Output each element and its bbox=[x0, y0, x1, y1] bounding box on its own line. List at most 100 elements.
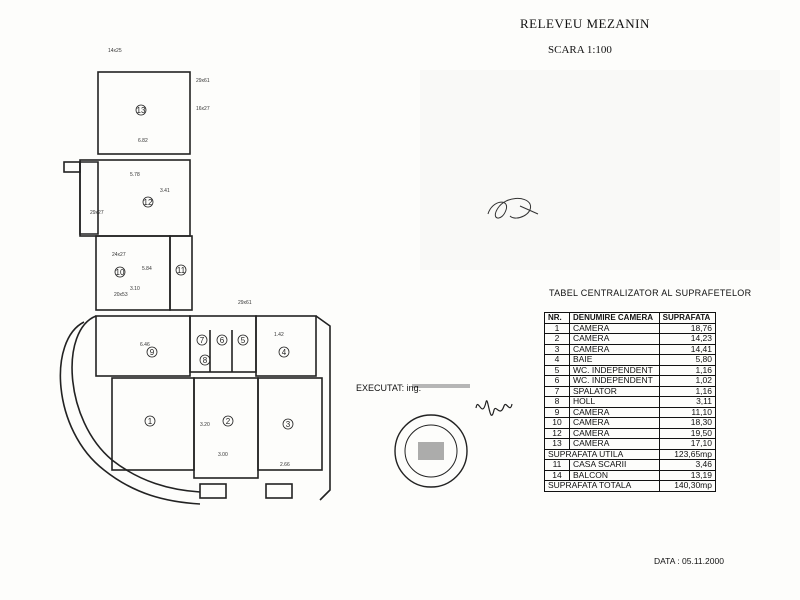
row-area: 18,30 bbox=[658, 417, 717, 429]
balcony-curve bbox=[71, 315, 201, 493]
row-nr: 2 bbox=[544, 333, 570, 345]
room-label-10: 10 bbox=[116, 268, 125, 277]
executed-by-label: EXECUTAT: ing. bbox=[356, 383, 422, 393]
row-name: CAMERA bbox=[569, 333, 660, 345]
row-name: BALCON bbox=[569, 469, 660, 481]
dimension-label: 6.46 bbox=[140, 342, 150, 348]
row-nr: 9 bbox=[544, 406, 570, 418]
column-header-name: DENUMIRE CAMERA bbox=[569, 312, 660, 324]
dimension-label: 29x61 bbox=[238, 300, 252, 306]
room-label-12: 12 bbox=[144, 198, 153, 207]
document-title: RELEVEU MEZANIN bbox=[520, 16, 650, 31]
dimension-label: 24x27 bbox=[112, 252, 126, 258]
row-name: CAMERA bbox=[569, 343, 660, 355]
dimension-label: 6.82 bbox=[138, 138, 148, 144]
table-header-row: NR. DENUMIRE CAMERA SUPRAFATA bbox=[544, 312, 717, 324]
row-name: BAIE bbox=[569, 354, 660, 366]
row-nr: 12 bbox=[544, 427, 570, 439]
row-area: 14,41 bbox=[658, 343, 717, 355]
dimension-label: 3.10 bbox=[130, 286, 140, 292]
dimension-label: 1.42 bbox=[274, 332, 284, 338]
room-label-3: 3 bbox=[286, 420, 291, 429]
dimension-label: 29x61 bbox=[196, 78, 210, 84]
room-13-outline bbox=[97, 71, 191, 155]
dimension-label: 3.00 bbox=[218, 452, 228, 458]
row-nr: 3 bbox=[544, 343, 570, 355]
room-label-9: 9 bbox=[150, 348, 155, 357]
signature-mark-1 bbox=[487, 198, 539, 219]
room-11-outline bbox=[169, 235, 193, 311]
dimension-label: 20x53 bbox=[114, 292, 128, 298]
row-name: CASA SCARII bbox=[569, 459, 660, 471]
column-header-nr: NR. bbox=[544, 312, 570, 324]
row-nr: 10 bbox=[544, 417, 570, 429]
room-label-8: 8 bbox=[203, 356, 208, 365]
areas-table-title: TABEL CENTRALIZATOR AL SUPRAFETELOR bbox=[549, 288, 752, 298]
room-label-11: 11 bbox=[177, 266, 186, 275]
row-nr: 1 bbox=[544, 322, 570, 334]
row-nr: 13 bbox=[544, 438, 570, 450]
row-area: 19,50 bbox=[658, 427, 717, 439]
row-area: 17,10 bbox=[658, 438, 717, 450]
room-10-outline bbox=[95, 235, 171, 311]
dimension-label: 3.41 bbox=[160, 188, 170, 194]
column-header-area: SUPRAFATA bbox=[658, 312, 717, 324]
row-nr: 7 bbox=[544, 385, 570, 397]
row-name: CAMERA bbox=[569, 406, 660, 418]
row-area: 13,19 bbox=[658, 469, 717, 481]
room-label-7: 7 bbox=[200, 336, 205, 345]
row-area: 18,76 bbox=[658, 322, 717, 334]
room-label-1: 1 bbox=[148, 417, 153, 426]
row-nr: 4 bbox=[544, 354, 570, 366]
stamp-seal bbox=[394, 414, 468, 488]
room-1-outline bbox=[111, 377, 195, 471]
row-name: WC. INDEPENDENT bbox=[569, 375, 660, 387]
room-label-5: 5 bbox=[241, 336, 246, 345]
room-label-2: 2 bbox=[226, 417, 231, 426]
dimension-label: 3.20 bbox=[200, 422, 210, 428]
dimension-label: 29x27 bbox=[90, 210, 104, 216]
row-nr: 5 bbox=[544, 364, 570, 376]
row-name: CAMERA bbox=[569, 322, 660, 334]
scale-label: SCARA 1:100 bbox=[548, 44, 612, 56]
row-nr: 6 bbox=[544, 375, 570, 387]
grand-total-row: SUPRAFATA TOTALA 140,30mp bbox=[544, 480, 717, 492]
dimension-label: 2.66 bbox=[280, 462, 290, 468]
row-name: SPALATOR bbox=[569, 385, 660, 397]
row-name: CAMERA bbox=[569, 417, 660, 429]
row-area: 1,16 bbox=[658, 385, 717, 397]
dimension-label: 16x27 bbox=[196, 106, 210, 112]
dimension-label: 14x25 bbox=[108, 48, 122, 54]
room-label-4: 4 bbox=[282, 348, 287, 357]
row-area: 3,11 bbox=[658, 396, 717, 408]
row-name: CAMERA bbox=[569, 438, 660, 450]
row-nr: 11 bbox=[544, 459, 570, 471]
total-label: SUPRAFATA TOTALA bbox=[544, 480, 660, 492]
row-area: 5,80 bbox=[658, 354, 717, 366]
row-nr: 14 bbox=[544, 469, 570, 481]
util-label: SUPRAFATA UTILA bbox=[544, 448, 660, 460]
document-date: DATA : 05.11.2000 bbox=[654, 556, 724, 566]
row-area: 11,10 bbox=[658, 406, 717, 418]
room-label-6: 6 bbox=[220, 336, 225, 345]
room-2-outline bbox=[193, 377, 259, 479]
scan-smudge bbox=[420, 70, 780, 270]
row-name: WC. INDEPENDENT bbox=[569, 364, 660, 376]
room-3-outline bbox=[257, 377, 323, 471]
row-area: 14,23 bbox=[658, 333, 717, 345]
